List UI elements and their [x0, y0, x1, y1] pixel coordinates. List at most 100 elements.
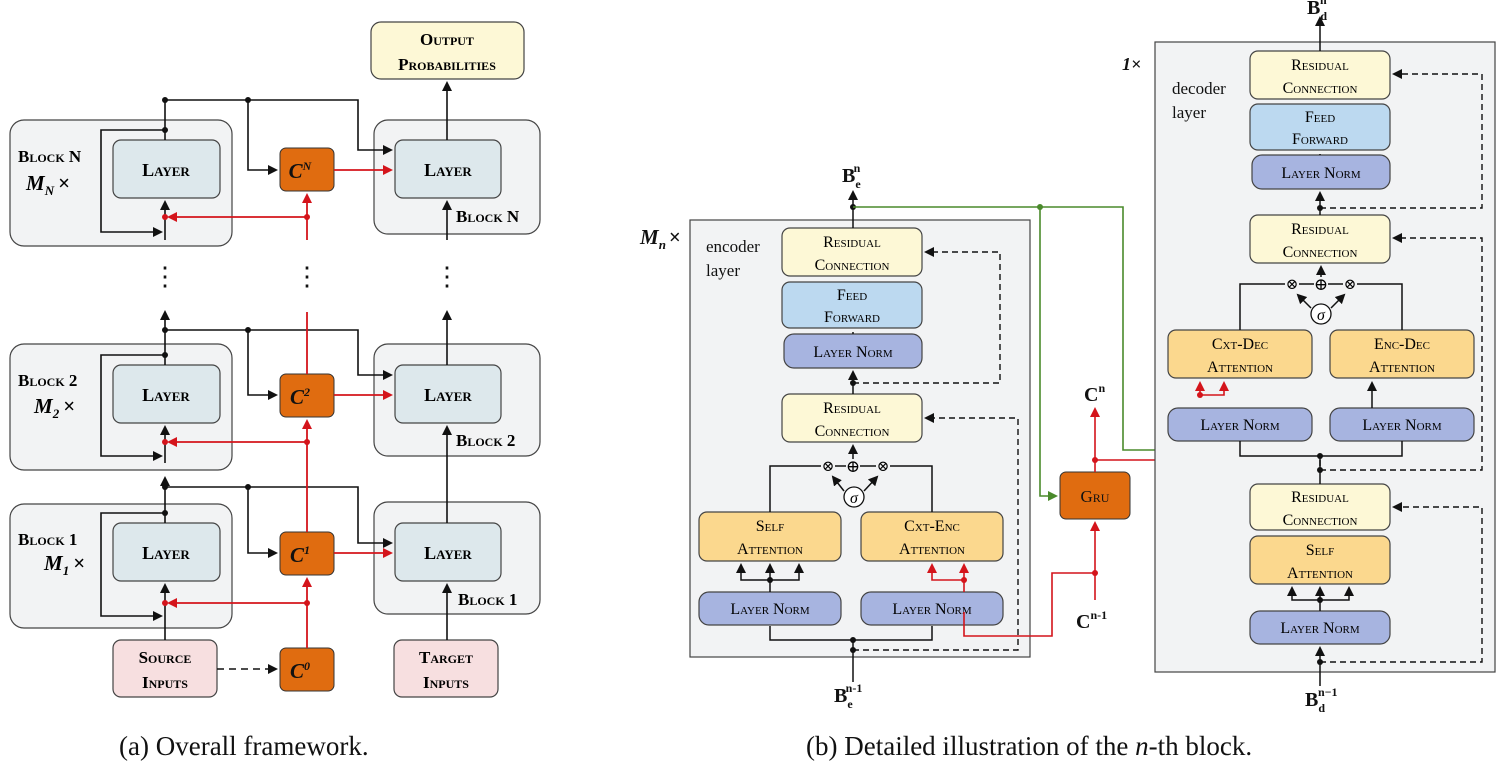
encoder-block-n-label: Block N — [18, 147, 82, 166]
gru-unit: Gru Cn Cn-1 — [853, 204, 1435, 637]
dec-output-label: Bdn — [1307, 0, 1327, 23]
decoder-layer-label-1: decoder — [1172, 79, 1226, 98]
svg-text:Connection: Connection — [1283, 244, 1358, 261]
svg-text:Residual: Residual — [823, 400, 881, 417]
dec-gate-sigma: σ — [1317, 307, 1326, 324]
svg-text:Layer Norm: Layer Norm — [1200, 417, 1280, 434]
svg-text:Feed: Feed — [1305, 109, 1335, 126]
enc-dashed-residuals — [853, 247, 1019, 651]
encoder-block-2-label: Block 2 — [18, 371, 77, 390]
dec-feed-forward — [1249, 103, 1391, 151]
encoder-layer-label-1: encoder — [706, 237, 760, 256]
context-c-n: CN — [279, 147, 335, 192]
svg-text:Attention: Attention — [1207, 359, 1273, 376]
svg-text:Residual: Residual — [1291, 221, 1349, 238]
dec-dashed-residuals — [1320, 69, 1483, 663]
gru-output-label: Cn — [1084, 381, 1105, 406]
svg-text:Feed: Feed — [837, 287, 867, 304]
dec-gate-sigma-circle — [1310, 303, 1332, 325]
svg-text:Self: Self — [1306, 542, 1334, 559]
encoder-layer-1 — [112, 522, 221, 582]
encoder-block-n: Layer Block N MN× — [9, 119, 233, 247]
enc-feed-forward — [781, 281, 923, 329]
ellipsis-decoder: ⋮ — [434, 262, 460, 291]
caption-b: (b) Detailed illustration of the n-th bl… — [806, 731, 1252, 761]
svg-text:Cxt-Dec: Cxt-Dec — [1212, 336, 1268, 353]
ellipsis-context: ⋮ — [294, 262, 320, 291]
decoder-layer-2 — [394, 364, 502, 424]
part-a-black-arrows — [100, 81, 452, 640]
enc-gate-sigma-circle — [843, 486, 865, 508]
gru-input-label: Cn-1 — [1076, 608, 1107, 633]
svg-text:C1: C1 — [290, 543, 310, 567]
svg-text:Layer Norm: Layer Norm — [1281, 165, 1361, 182]
svg-text:Layer: Layer — [142, 543, 190, 563]
dec-gate-times-left: ⊗ — [1286, 277, 1299, 293]
svg-text:Layer Norm: Layer Norm — [1280, 620, 1360, 637]
svg-text:Attention: Attention — [899, 541, 965, 558]
encoder-block-1-label: Block 1 — [18, 530, 77, 549]
svg-text:Layer: Layer — [424, 385, 472, 405]
part-a-junction-dots — [162, 97, 310, 606]
output-probabilities-box — [370, 21, 525, 80]
encoder-layer-2 — [112, 364, 221, 424]
svg-text:C0: C0 — [290, 659, 310, 683]
encoder-repeat: Mn× — [639, 225, 681, 252]
svg-text:Layer: Layer — [142, 385, 190, 405]
part-a-framework: Output Probabilities Layer Block N MN× L… — [9, 21, 541, 761]
svg-text:Target: Target — [419, 648, 473, 667]
part-b-encoder: Mn× encoder layer Residual Connection Fe… — [639, 161, 1031, 711]
encoder-layer-n — [112, 139, 221, 199]
svg-text:Forward: Forward — [824, 309, 880, 326]
context-c-0: C0 — [279, 647, 335, 692]
decoder-block-n-label: Block N — [456, 207, 520, 226]
svg-text:Attention: Attention — [1287, 565, 1353, 582]
decoder-block-2-label: Block 2 — [456, 431, 515, 450]
encoder-layer-label-2: layer — [706, 261, 740, 280]
svg-text:CN: CN — [289, 159, 313, 183]
decoder-layer-n — [394, 139, 502, 199]
enc-gate-sigma: σ — [850, 490, 859, 507]
enc-layer-norm-right — [860, 591, 1004, 626]
svg-text:Layer Norm: Layer Norm — [813, 344, 893, 361]
part-b-decoder: 1× decoder layer Residual Connection Fee… — [1122, 0, 1496, 715]
dec-input-label: Bdn−1 — [1305, 685, 1338, 715]
svg-text:Connection: Connection — [815, 257, 890, 274]
encoder-block-2-repeat: M2× — [33, 394, 75, 421]
decoder-layer-1 — [394, 522, 502, 582]
svg-text:Gru: Gru — [1081, 487, 1110, 506]
svg-text:Layer Norm: Layer Norm — [892, 601, 972, 618]
output-probabilities-line1: Output — [420, 30, 474, 49]
svg-text:Inputs: Inputs — [142, 673, 188, 692]
encoder-block-n-repeat: MN× — [25, 171, 70, 198]
decoder-layer-label-2: layer — [1172, 103, 1206, 122]
svg-text:Attention: Attention — [1369, 359, 1435, 376]
ellipsis-encoder: ⋮ — [152, 262, 178, 291]
decoder-block-1-label: Block 1 — [458, 590, 517, 609]
encoder-block-2: Layer Block 2 M2× — [9, 343, 233, 471]
dec-layer-norm-top — [1251, 154, 1391, 190]
decoder-repeat: 1× — [1122, 54, 1141, 74]
dec-self-attention — [1249, 535, 1391, 585]
svg-text:C2: C2 — [290, 385, 310, 409]
svg-text:Connection: Connection — [815, 423, 890, 440]
svg-text:Layer Norm: Layer Norm — [1362, 417, 1442, 434]
svg-text:Enc-Dec: Enc-Dec — [1374, 336, 1430, 353]
caption-a: (a) Overall framework. — [119, 731, 369, 761]
context-c-1: C1 — [279, 531, 335, 576]
svg-text:Layer: Layer — [424, 543, 472, 563]
svg-text:Residual: Residual — [1291, 57, 1349, 74]
enc-gate-times-left: ⊗ — [822, 459, 835, 475]
svg-text:Layer: Layer — [142, 160, 190, 180]
target-inputs-box — [393, 639, 499, 698]
dec-gate-plus: ⊕ — [1314, 275, 1328, 294]
encoder-block-1-repeat: M1× — [43, 551, 85, 578]
decoder-block-n: Layer Block N — [373, 119, 541, 235]
dec-gate-times-right: ⊗ — [1344, 277, 1357, 293]
enc-gate-plus: ⊕ — [846, 457, 860, 476]
encoder-block-1: Layer Block 1 M1× — [9, 503, 233, 629]
svg-text:Attention: Attention — [737, 541, 803, 558]
svg-text:Cxt-Enc: Cxt-Enc — [904, 518, 960, 535]
part-a-red-arrows — [167, 165, 393, 648]
